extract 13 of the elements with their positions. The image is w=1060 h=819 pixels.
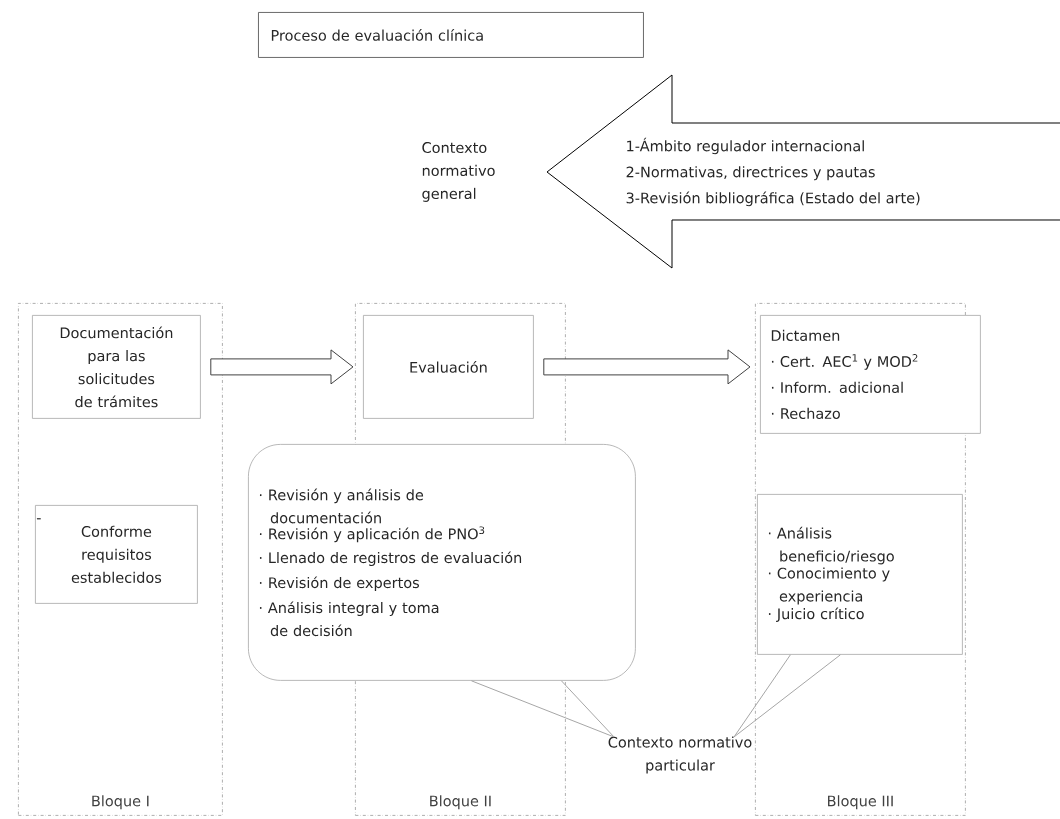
callout-tail	[470, 680, 615, 738]
block-arrow	[210, 349, 354, 385]
context-text: Contexto normativo particular	[608, 736, 752, 774]
process-box: Evaluación	[363, 315, 534, 419]
title-box: Proceso de evaluación clínica	[258, 12, 644, 58]
callout-box: · Análisis beneficio/riesgo · Conocimiento y experiencia · Juicio crítico	[757, 494, 963, 655]
block-arrow	[543, 349, 751, 385]
speech-bubble: · Revisión y análisis de documentación · Revisión y aplicación de PNO$^{3}$ · Llenado de registros de evaluación · Revisión de expertos · Análisis integral y toma de decisión	[248, 444, 636, 681]
context-text: Contexto normativo general	[422, 142, 495, 202]
result-box: Dictamen · Cert. AEC$^{1}$ y MOD$^{2}$ · Inform. adicional · Rechazo	[760, 315, 981, 434]
process-box: Conforme requisitos establecidos -	[35, 505, 198, 604]
callout-tail	[733, 654, 841, 738]
process-box: Documentación para las solicitudes de trámites	[32, 315, 201, 419]
